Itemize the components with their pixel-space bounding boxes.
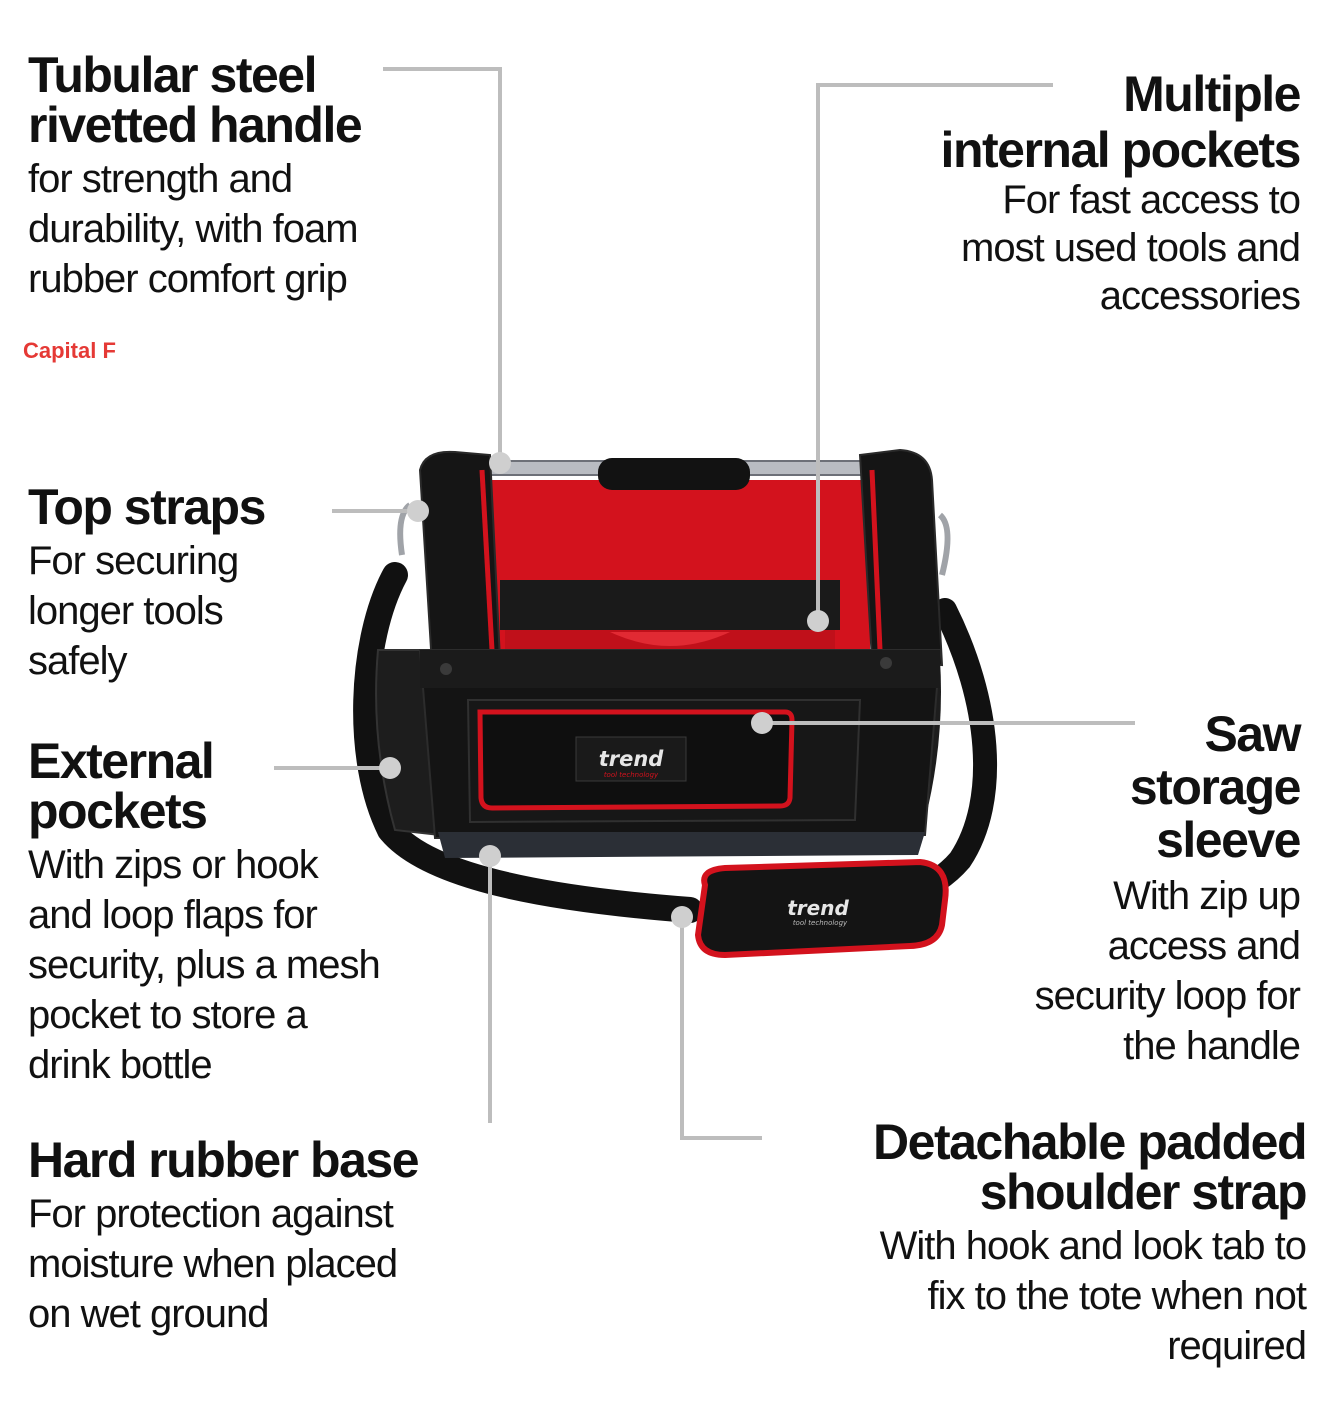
callout-handle-title: Tubular steel rivetted handle bbox=[28, 47, 363, 153]
callout-handle-desc: for strength and durability, with foam r… bbox=[28, 157, 359, 301]
dot-internal-pockets bbox=[807, 610, 829, 632]
callout-external-pockets-title: External pockets bbox=[28, 733, 215, 839]
pad-logo-tagline: tool technology bbox=[793, 919, 848, 927]
callout-internal-pockets-desc: For fast access to most used tools and a… bbox=[961, 178, 1301, 318]
callout-shoulder-strap: Detachable padded shoulder strap With ho… bbox=[873, 1114, 1307, 1371]
callout-saw-sleeve-desc: With zip up access and security loop for… bbox=[1034, 874, 1301, 1068]
dot-external-pockets bbox=[379, 757, 401, 779]
tool-bag-image: trend tool technology trend tool technol… bbox=[353, 448, 998, 959]
callout-internal-pockets: Multiple internal pockets For fast acces… bbox=[940, 66, 1302, 320]
dot-base bbox=[479, 845, 501, 867]
dot-handle bbox=[489, 452, 511, 474]
callout-external-pockets: External pockets With zips or hook and l… bbox=[28, 733, 381, 1090]
callout-top-straps-desc: For securing longer tools safely bbox=[28, 539, 239, 683]
callout-top-straps: Top straps For securing longer tools saf… bbox=[28, 479, 266, 686]
callout-external-pockets-desc: With zips or hook and loop flaps for sec… bbox=[28, 843, 381, 1087]
callout-base-desc: For protection against moisture when pla… bbox=[28, 1192, 398, 1336]
leader-line-shoulder-strap bbox=[680, 917, 762, 1140]
annotation-note: Capital F bbox=[23, 338, 116, 363]
bag-logo-text: trend bbox=[599, 747, 665, 771]
callout-shoulder-strap-desc: With hook and look tab to fix to the tot… bbox=[879, 1224, 1307, 1368]
pad-logo-text: trend bbox=[787, 896, 849, 920]
dot-top-straps bbox=[407, 500, 429, 522]
callout-handle: Tubular steel rivetted handle for streng… bbox=[28, 47, 363, 304]
callout-saw-sleeve-title: Saw storage sleeve bbox=[1129, 706, 1302, 868]
callout-saw-sleeve: Saw storage sleeve With zip up access an… bbox=[1034, 706, 1302, 1071]
callout-shoulder-strap-title: Detachable padded shoulder strap bbox=[873, 1114, 1307, 1220]
dot-shoulder-strap bbox=[671, 906, 693, 928]
dot-saw-sleeve bbox=[751, 712, 773, 734]
leader-line-internal-pockets bbox=[816, 83, 1053, 620]
callout-top-straps-title: Top straps bbox=[28, 479, 266, 535]
bag-logo-tagline: tool technology bbox=[604, 771, 659, 779]
leader-line-handle bbox=[383, 67, 502, 462]
callout-internal-pockets-title: Multiple internal pockets bbox=[940, 66, 1302, 178]
callout-base-title: Hard rubber base bbox=[28, 1132, 420, 1188]
callout-base: Hard rubber base For protection against … bbox=[28, 1132, 420, 1339]
